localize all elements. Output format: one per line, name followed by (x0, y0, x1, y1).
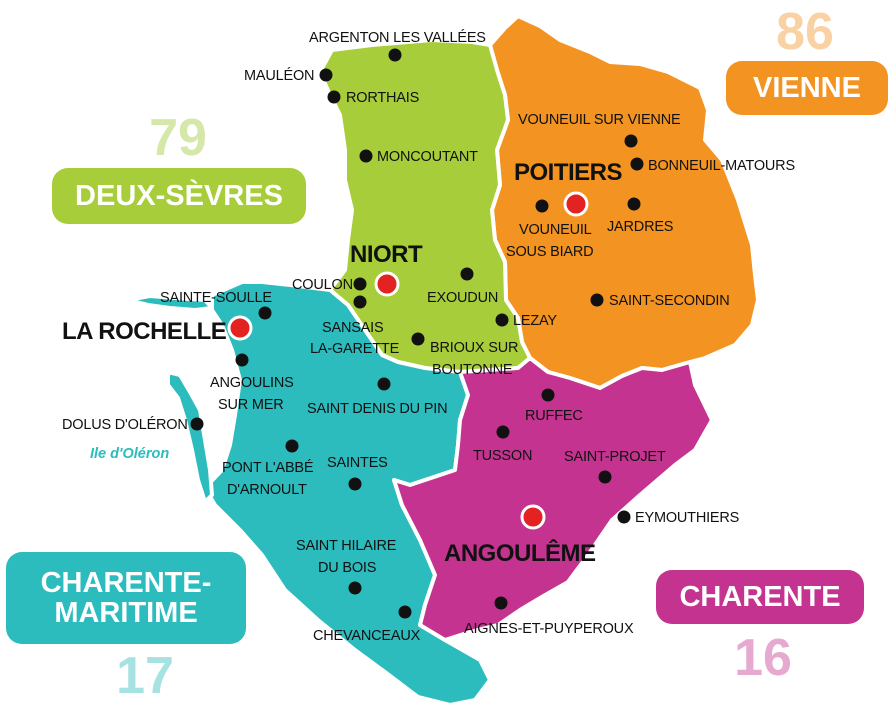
saint-hilaire-dot (348, 581, 362, 595)
saint-denis-dot (377, 377, 391, 391)
oleron-island[interactable] (166, 370, 214, 504)
vouneuil-biard-dot (535, 199, 549, 213)
coulon-label: COULON (292, 277, 353, 293)
chevanceaux-label: CHEVANCEAUX (313, 628, 421, 644)
pont-labbe-label-2: D'ARNOULT (227, 482, 307, 498)
dolus-label: DOLUS D'OLÉRON (62, 416, 188, 433)
pont-labbe-label-1: PONT L'ABBÉ (222, 459, 314, 476)
saint-hilaire-label-1: SAINT HILAIRE (296, 538, 397, 554)
niort-dot[interactable] (374, 271, 400, 297)
lezay-label: LEZAY (513, 313, 557, 329)
eymouthiers-label: EYMOUTHIERS (635, 510, 739, 526)
vienne-badge[interactable]: VIENNE (726, 61, 888, 115)
vienne-region[interactable] (488, 14, 760, 390)
ruffec-label: RUFFEC (525, 408, 583, 424)
la-rochelle-label: LA ROCHELLE (62, 318, 227, 345)
angoulins-label-2: SUR MER (218, 397, 283, 413)
bonneuil-label: BONNEUIL-MATOURS (648, 158, 795, 174)
argenton-label: ARGENTON LES VALLÉES (309, 29, 486, 46)
aignes-dot (494, 596, 508, 610)
poitiers-dot[interactable] (563, 191, 589, 217)
angoulins-label-1: ANGOULINS (210, 375, 294, 391)
sansais-label: SANSAIS (322, 320, 383, 336)
saint-secondin-dot (590, 293, 604, 307)
charente-number: 16 (734, 629, 792, 687)
rorthais-dot (327, 90, 341, 104)
vouneuil-vienne-label: VOUNEUIL SUR VIENNE (518, 112, 681, 128)
pont-labbe-dot (285, 439, 299, 453)
saint-denis-label: SAINT DENIS DU PIN (307, 401, 447, 417)
re-island[interactable] (126, 294, 214, 312)
sainte-soulle-dot (258, 306, 272, 320)
chevanceaux-dot (398, 605, 412, 619)
vouneuil-biard-label-2: SOUS BIARD (506, 244, 593, 260)
lezay-dot (495, 313, 509, 327)
deux-sevres-number: 79 (149, 109, 207, 167)
oleron-label: Ile d'Oléron (90, 446, 169, 462)
exoudun-label: EXOUDUN (427, 290, 498, 306)
saint-projet-dot (598, 470, 612, 484)
dolus-dot (190, 417, 204, 431)
charente-maritime-number: 17 (116, 647, 174, 705)
charente-badge[interactable]: CHARENTE (656, 570, 864, 624)
angouleme-label: ANGOULÊME (444, 539, 596, 567)
bonneuil-dot (630, 157, 644, 171)
deux-sevres-badge[interactable]: DEUX-SÈVRES (52, 168, 306, 224)
tusson-label: TUSSON (473, 448, 532, 464)
vouneuil-biard-label-1: VOUNEUIL (519, 222, 592, 238)
charente-maritime-badge[interactable]: CHARENTE- MARITIME (6, 552, 246, 644)
saintes-label: SAINTES (327, 455, 388, 471)
sansais-dot (353, 295, 367, 309)
brioux-dot (411, 332, 425, 346)
moncoutant-dot (359, 149, 373, 163)
argenton-dot (388, 48, 402, 62)
saint-hilaire-label-2: DU BOIS (318, 560, 376, 576)
aignes-label: AIGNES-ET-PUYPEROUX (464, 621, 634, 637)
moncoutant-label: MONCOUTANT (377, 149, 478, 165)
la-garette-label: LA-GARETTE (310, 341, 400, 357)
jardres-label: JARDRES (607, 219, 673, 235)
eymouthiers-dot (617, 510, 631, 524)
coulon-dot (353, 277, 367, 291)
brioux-label-2: BOUTONNE (432, 362, 513, 378)
poitiers-label: POITIERS (514, 159, 623, 186)
ruffec-dot (541, 388, 555, 402)
niort-label: NIORT (350, 241, 423, 268)
charente-maritime-name-line1: CHARENTE- (40, 566, 212, 599)
mauleon-label: MAULÉON (244, 67, 314, 84)
vienne-number: 86 (776, 3, 834, 61)
sainte-soulle-label: SAINTE-SOULLE (160, 290, 272, 306)
jardres-dot (627, 197, 641, 211)
tusson-dot (496, 425, 510, 439)
exoudun-dot (460, 267, 474, 281)
rorthais-label: RORTHAIS (346, 90, 419, 106)
charente-maritime-name-line2: MARITIME (54, 597, 198, 629)
brioux-label-1: BRIOUX SUR (430, 340, 518, 356)
saint-secondin-label: SAINT-SECONDIN (609, 293, 729, 309)
vouneuil-vienne-dot (624, 134, 638, 148)
charente-region[interactable] (392, 356, 714, 642)
la-rochelle-dot[interactable] (227, 315, 253, 341)
mauleon-dot (319, 68, 333, 82)
angouleme-dot[interactable] (520, 504, 546, 530)
saint-projet-label: SAINT-PROJET (564, 449, 666, 465)
saintes-dot (348, 477, 362, 491)
angoulins-dot (235, 353, 249, 367)
